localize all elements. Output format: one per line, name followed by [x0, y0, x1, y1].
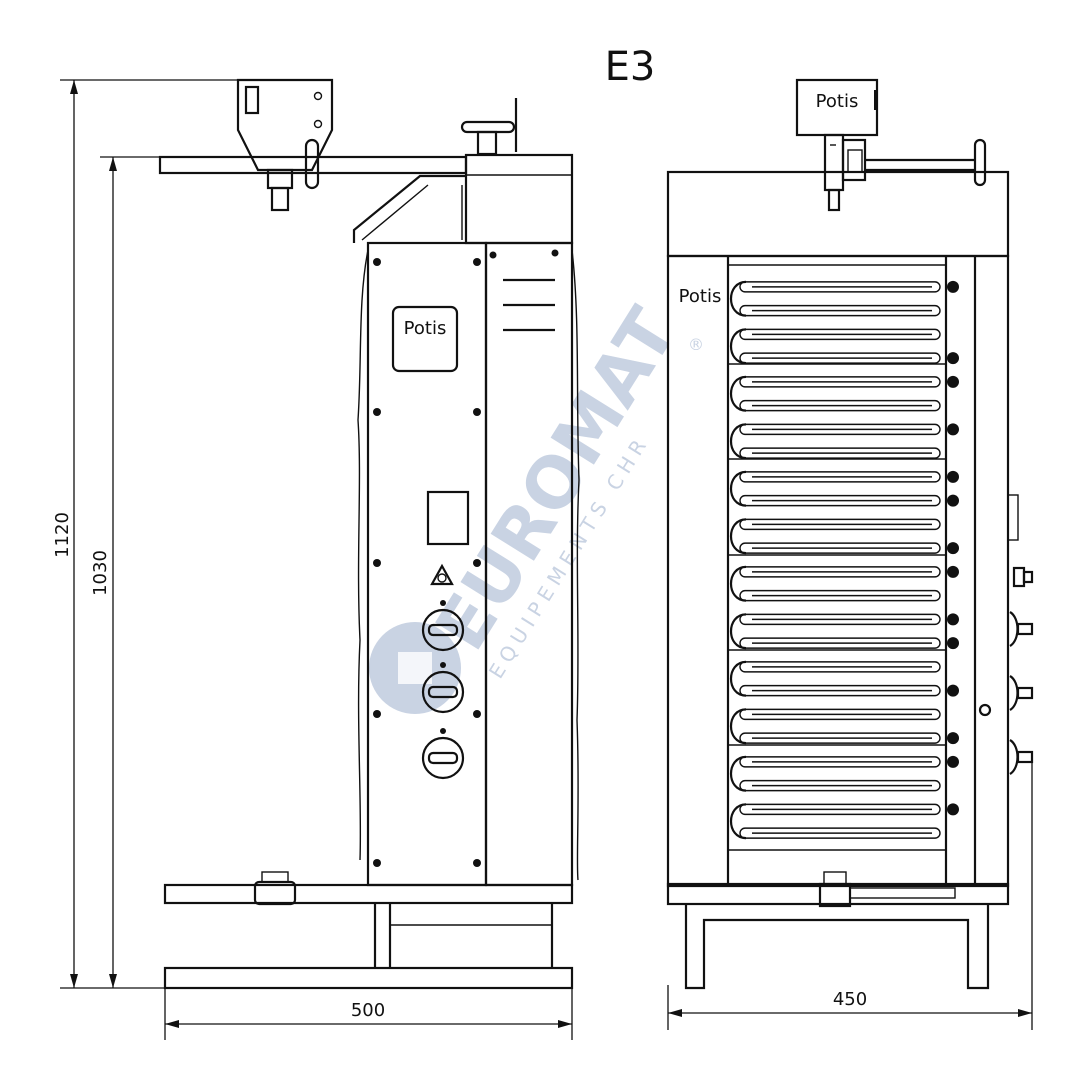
burner-tube: [739, 423, 941, 436]
front-base: [666, 871, 1010, 990]
burner-tube: [739, 684, 941, 697]
front-brand-label: Potis: [679, 286, 722, 307]
burner-tube: [739, 732, 941, 744]
burner-tube: [739, 281, 941, 293]
front-side-controls: [978, 494, 1034, 775]
watermark-logo-mark: [398, 652, 432, 684]
dimension-spit-height-label: 1030: [90, 550, 111, 596]
top-handle: [460, 120, 516, 134]
front-spit-handle: [973, 138, 987, 187]
burner-tube: [739, 447, 941, 459]
front-view: Potis Potis: [666, 78, 1034, 990]
burner-tube: [739, 589, 941, 602]
burner-nozzle: [947, 494, 959, 507]
burner-tube: [739, 613, 941, 626]
burner-tube: [739, 566, 941, 578]
side-controls: [421, 490, 470, 780]
watermark: EUROMAT EQUIPEMENTS CHR ®: [369, 295, 704, 714]
burner-tube: [739, 827, 941, 839]
side-brand-label: Potis: [404, 318, 447, 339]
burner-nozzle: [947, 803, 959, 816]
side-motor-box: [236, 78, 334, 212]
burner-tube: [739, 637, 941, 649]
dimension-depth: 500: [164, 988, 573, 1040]
drawing-title: E3: [605, 44, 656, 90]
burner-u-bend: [730, 708, 747, 745]
side-top-assembly: [158, 98, 574, 245]
burner-nozzle: [947, 732, 959, 745]
burner-nozzle: [947, 637, 959, 650]
burner-tube: [739, 494, 941, 507]
burner-tube: [739, 304, 941, 317]
burner-tube: [739, 779, 941, 792]
burner-nozzle: [947, 542, 959, 555]
side-display-window: [426, 490, 470, 546]
burner-u-bend: [730, 423, 747, 460]
burner-nozzle: [947, 352, 959, 365]
side-body: [357, 241, 580, 887]
control-knob-1: [421, 600, 465, 652]
dimension-total-height: 1120: [52, 79, 245, 989]
burner-tube: [739, 661, 941, 673]
burner-u-bend: [730, 280, 747, 317]
side-view: Potis: [158, 78, 580, 990]
burner-nozzle: [947, 423, 959, 436]
burner-tube: [739, 399, 941, 412]
burner-u-bend: [730, 660, 747, 697]
ignition-button: [430, 563, 454, 586]
side-brand-plate: Potis: [391, 305, 459, 373]
burner-nozzle: [947, 565, 959, 578]
front-cabinet: Potis: [666, 170, 1010, 888]
control-knob-2: [421, 662, 465, 714]
spit-arm: [158, 155, 468, 175]
front-knob-1: [1009, 611, 1034, 647]
burner-tube: [739, 376, 941, 388]
burner-tube: [739, 756, 941, 768]
burner-u-bend: [730, 755, 747, 792]
front-top-canopy: [666, 170, 1010, 258]
front-motor-box: Potis: [795, 78, 987, 212]
burner-tube: [739, 542, 941, 554]
front-knob-2: [1009, 675, 1034, 711]
burner-u-bend: [730, 613, 747, 650]
burner-nozzle: [947, 470, 959, 483]
burner-u-bend: [730, 518, 747, 555]
burner-tube: [739, 708, 941, 721]
dimension-depth-label: 500: [351, 1000, 385, 1021]
burner-nozzle: [947, 375, 959, 388]
burner-nozzle: [947, 755, 959, 768]
dimension-width-label: 450: [833, 989, 867, 1010]
burner-nozzle: [947, 613, 959, 626]
burner-u-bend: [730, 328, 747, 365]
burner-u-bend: [730, 375, 747, 412]
burner-nozzle: [947, 684, 959, 697]
watermark-brand: EUROMAT: [420, 295, 693, 664]
burner-tube: [739, 518, 941, 531]
burner-grille: [728, 280, 959, 840]
front-base-clamp: [818, 882, 852, 908]
burner-u-bend: [730, 470, 747, 507]
dimension-width: 450: [667, 760, 1033, 1030]
motor-lever: [304, 138, 320, 190]
control-knob-3: [421, 728, 465, 780]
burner-nozzle: [947, 280, 959, 293]
burner-tube: [739, 803, 941, 816]
burner-tube: [739, 328, 941, 341]
burner-tube: [739, 352, 941, 364]
dimension-spit-height: 1030: [90, 156, 165, 988]
front-motor-brand-label: Potis: [816, 91, 859, 112]
burner-u-bend: [730, 565, 747, 602]
side-base: [163, 871, 574, 990]
front-knob-3: [1009, 739, 1034, 775]
watermark-registered: ®: [688, 335, 704, 354]
burner-tube: [739, 471, 941, 483]
front-indicator: [978, 703, 992, 717]
dimension-total-height-label: 1120: [52, 512, 73, 558]
burner-u-bend: [730, 803, 747, 840]
